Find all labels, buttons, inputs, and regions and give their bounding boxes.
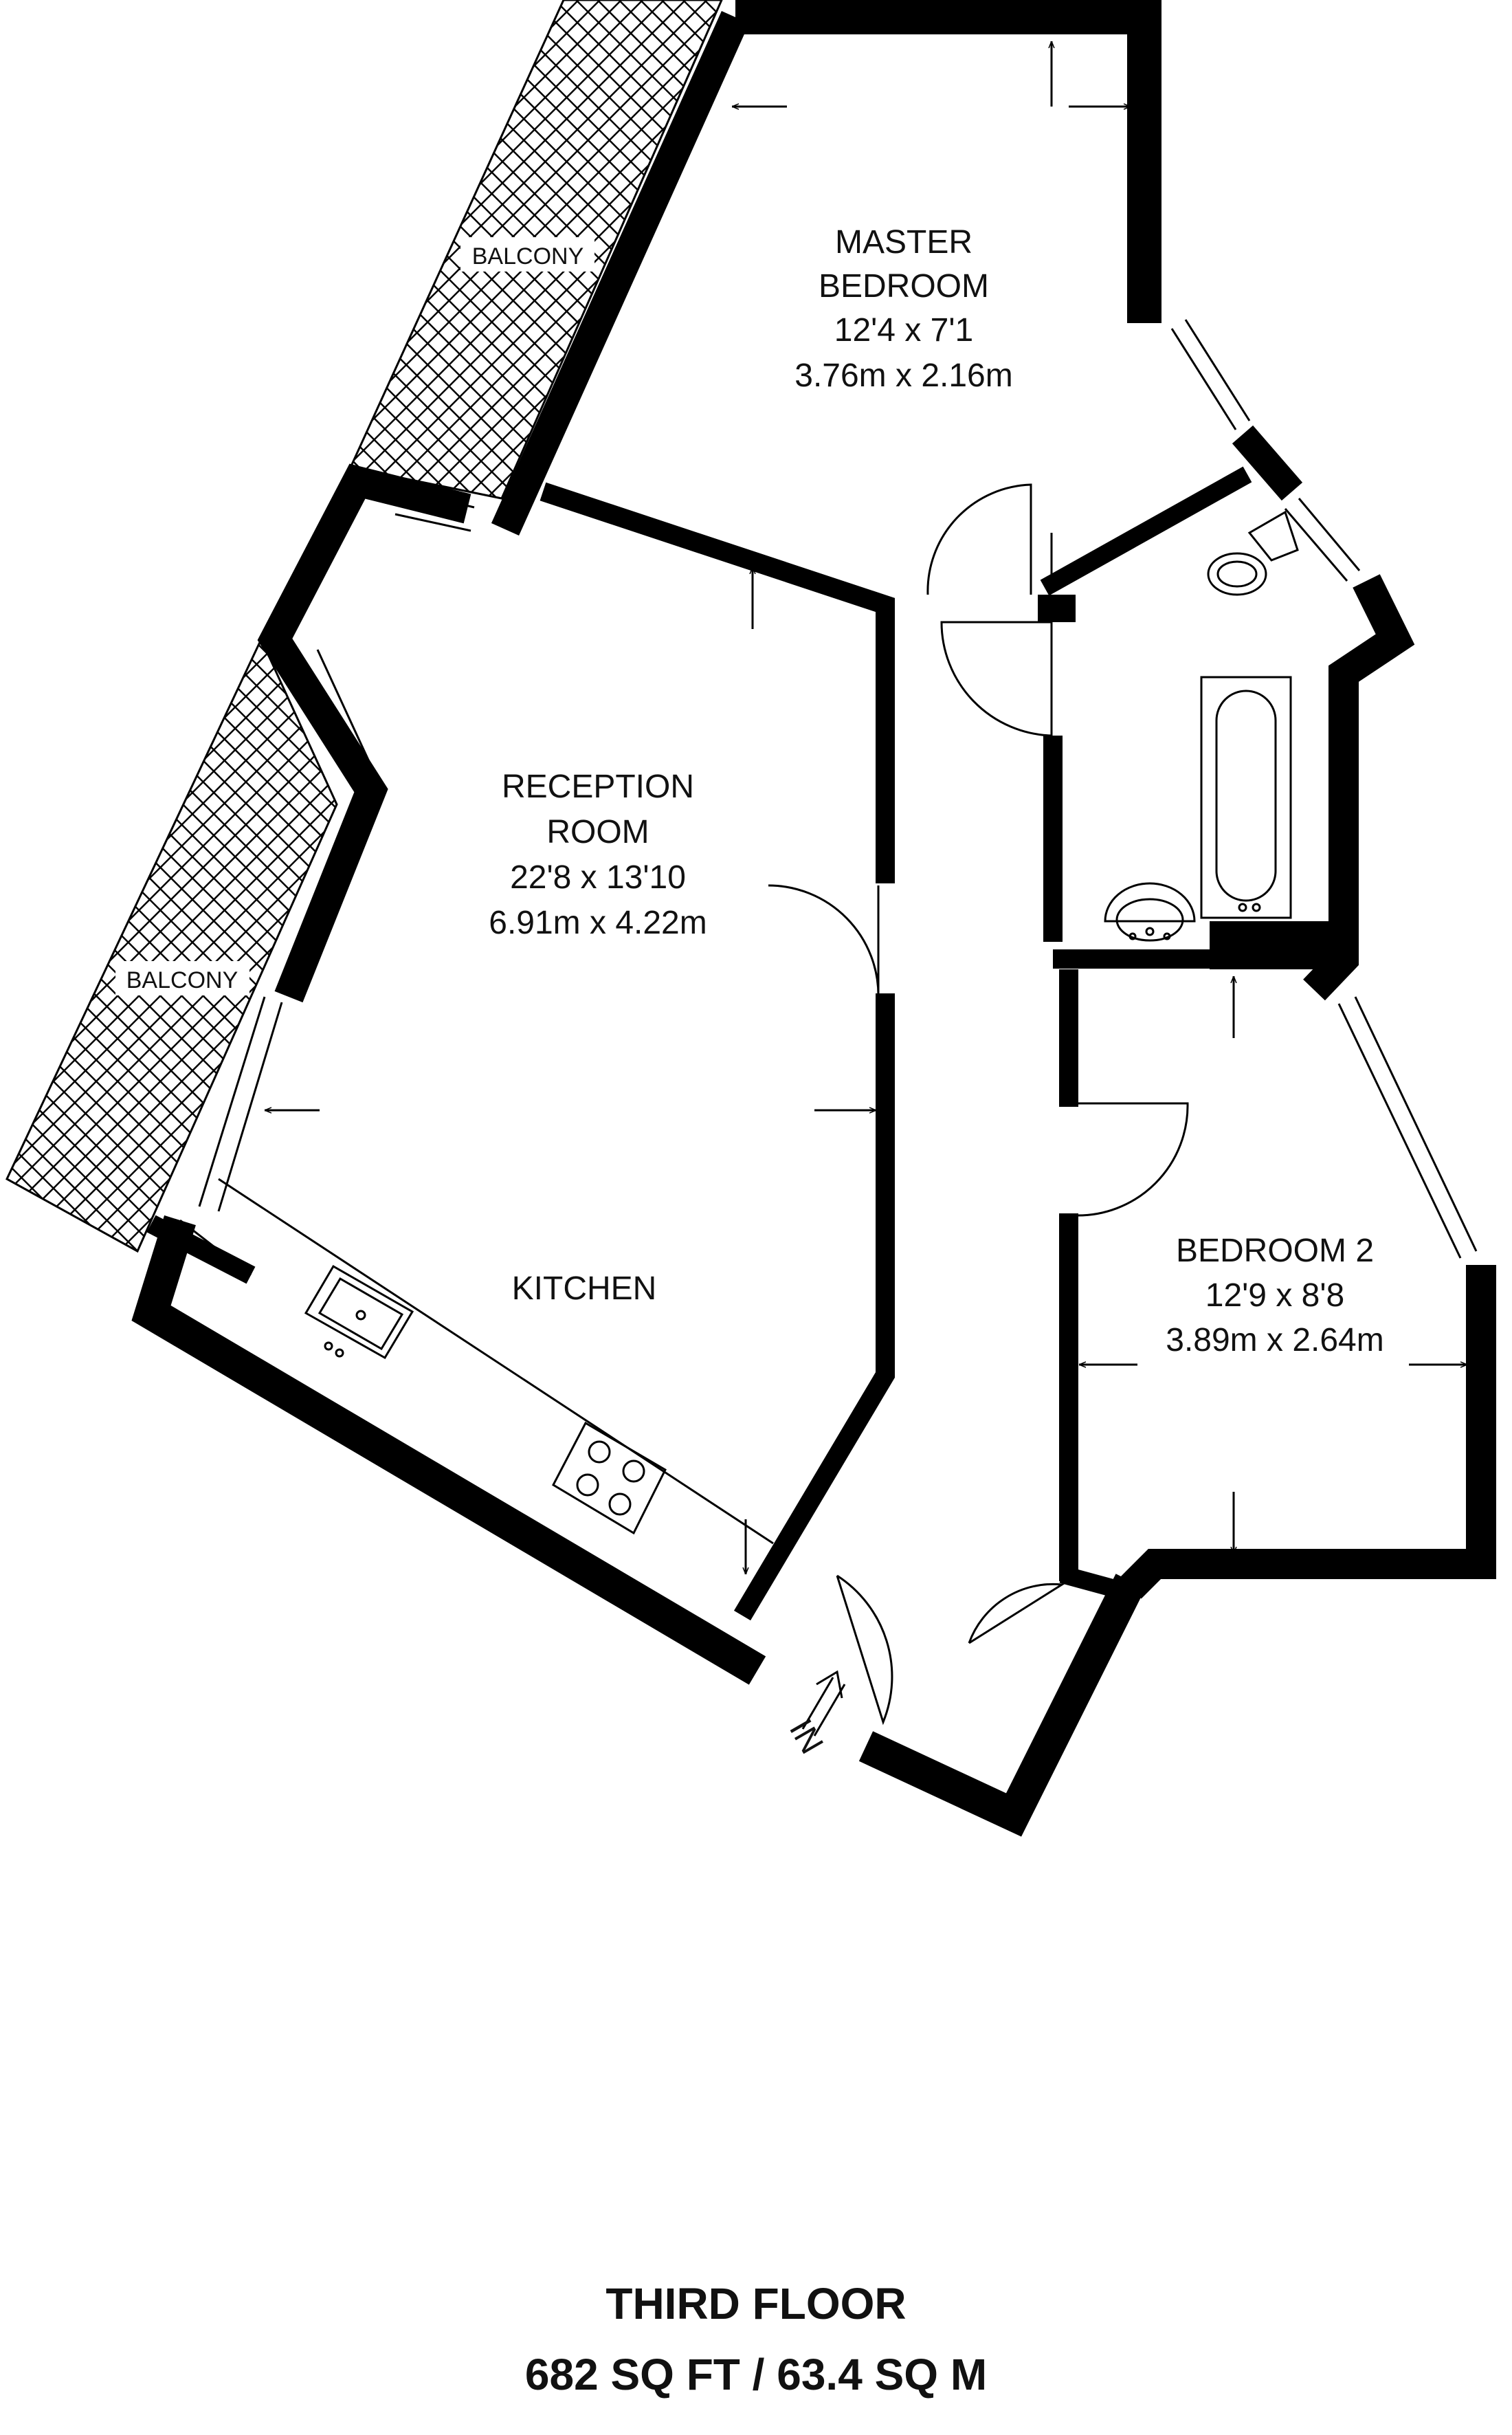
washbasin-icon bbox=[1104, 882, 1196, 942]
kitchen-sink-icon bbox=[304, 1264, 414, 1360]
master-bedroom-name-2: BEDROOM bbox=[819, 268, 989, 305]
reception-name-2: ROOM bbox=[546, 814, 649, 850]
balcony-label-upper: BALCONY bbox=[472, 243, 584, 269]
master-bedroom-imperial: 12'4 x 7'1 bbox=[834, 312, 973, 349]
master-bedroom-metric: 3.76m x 2.16m bbox=[794, 357, 1012, 394]
toilet-icon bbox=[1207, 510, 1299, 596]
hob-icon bbox=[552, 1421, 667, 1535]
bedroom2-label: BEDROOM 2 12'9 x 8'8 3.89m x 2.64m bbox=[1166, 1233, 1383, 1358]
reception-imperial: 22'8 x 13'10 bbox=[510, 859, 686, 896]
balcony-label-upper-box: BALCONY bbox=[460, 237, 594, 272]
reception-name-1: RECEPTION bbox=[502, 769, 694, 805]
kitchen-label: KITCHEN bbox=[512, 1270, 657, 1307]
balcony-lower bbox=[5, 637, 338, 1253]
kitchen-counter bbox=[179, 1178, 774, 1545]
bedroom2-name: BEDROOM 2 bbox=[1176, 1233, 1374, 1269]
balcony-label-lower-box: BALCONY bbox=[115, 961, 249, 995]
bedroom2-imperial: 12'9 x 8'8 bbox=[1205, 1277, 1344, 1314]
walls bbox=[131, 0, 1496, 1837]
master-bedroom-name-1: MASTER bbox=[835, 224, 972, 261]
bathtub-icon bbox=[1200, 676, 1292, 919]
reception-room-label: RECEPTION ROOM 22'8 x 13'10 6.91m x 4.22… bbox=[489, 769, 707, 941]
floor-area: 682 SQ FT / 63.4 SQ M bbox=[525, 2350, 987, 2399]
master-bedroom-label: MASTER BEDROOM 12'4 x 7'1 3.76m x 2.16m bbox=[794, 224, 1012, 394]
dimension-arrow-icon bbox=[265, 41, 1467, 1574]
floor-title: THIRD FLOOR bbox=[605, 2279, 906, 2328]
bedroom2-metric: 3.89m x 2.64m bbox=[1166, 1322, 1383, 1358]
balcony-label-lower: BALCONY bbox=[126, 967, 238, 993]
door-swings bbox=[768, 483, 1189, 1726]
reception-metric: 6.91m x 4.22m bbox=[489, 905, 707, 941]
entrance-arrow-icon bbox=[801, 1670, 846, 1737]
